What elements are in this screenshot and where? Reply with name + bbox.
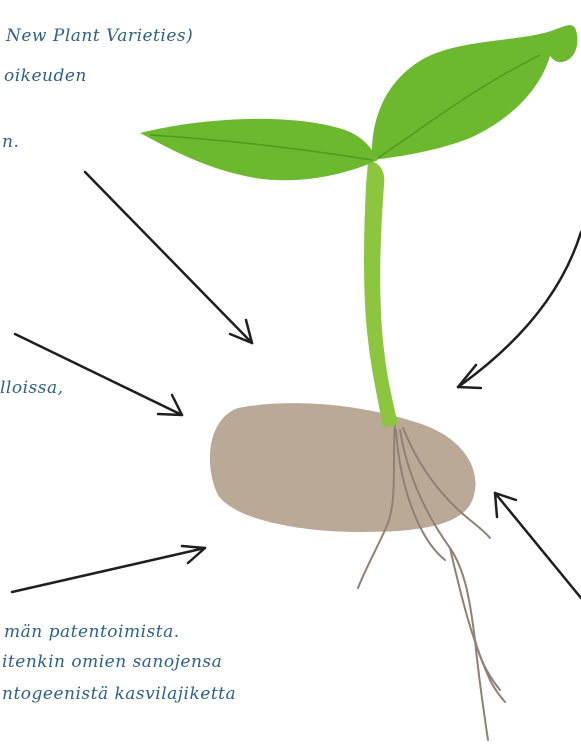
text-line-4: lloissa,	[0, 378, 64, 398]
text-line-2: oikeuden	[4, 66, 87, 86]
text-line-3: n.	[2, 132, 19, 152]
arrow-bottom-left	[12, 546, 205, 592]
arrow-top-right	[458, 232, 581, 388]
text-line-7: ntogeenistä kasvilajiketta	[2, 684, 236, 704]
text-line-6: itenkin omien sanojensa	[2, 652, 222, 672]
arrow-middle-left	[15, 334, 182, 415]
arrow-bottom-right	[495, 493, 581, 598]
left-leaf	[140, 119, 378, 180]
arrows	[12, 172, 581, 598]
text-line-5: män patentoimista.	[4, 622, 180, 642]
seed	[210, 403, 476, 532]
text-line-1: New Plant Varieties)	[6, 26, 193, 46]
stem	[364, 162, 398, 427]
arrow-top-left	[85, 172, 252, 343]
